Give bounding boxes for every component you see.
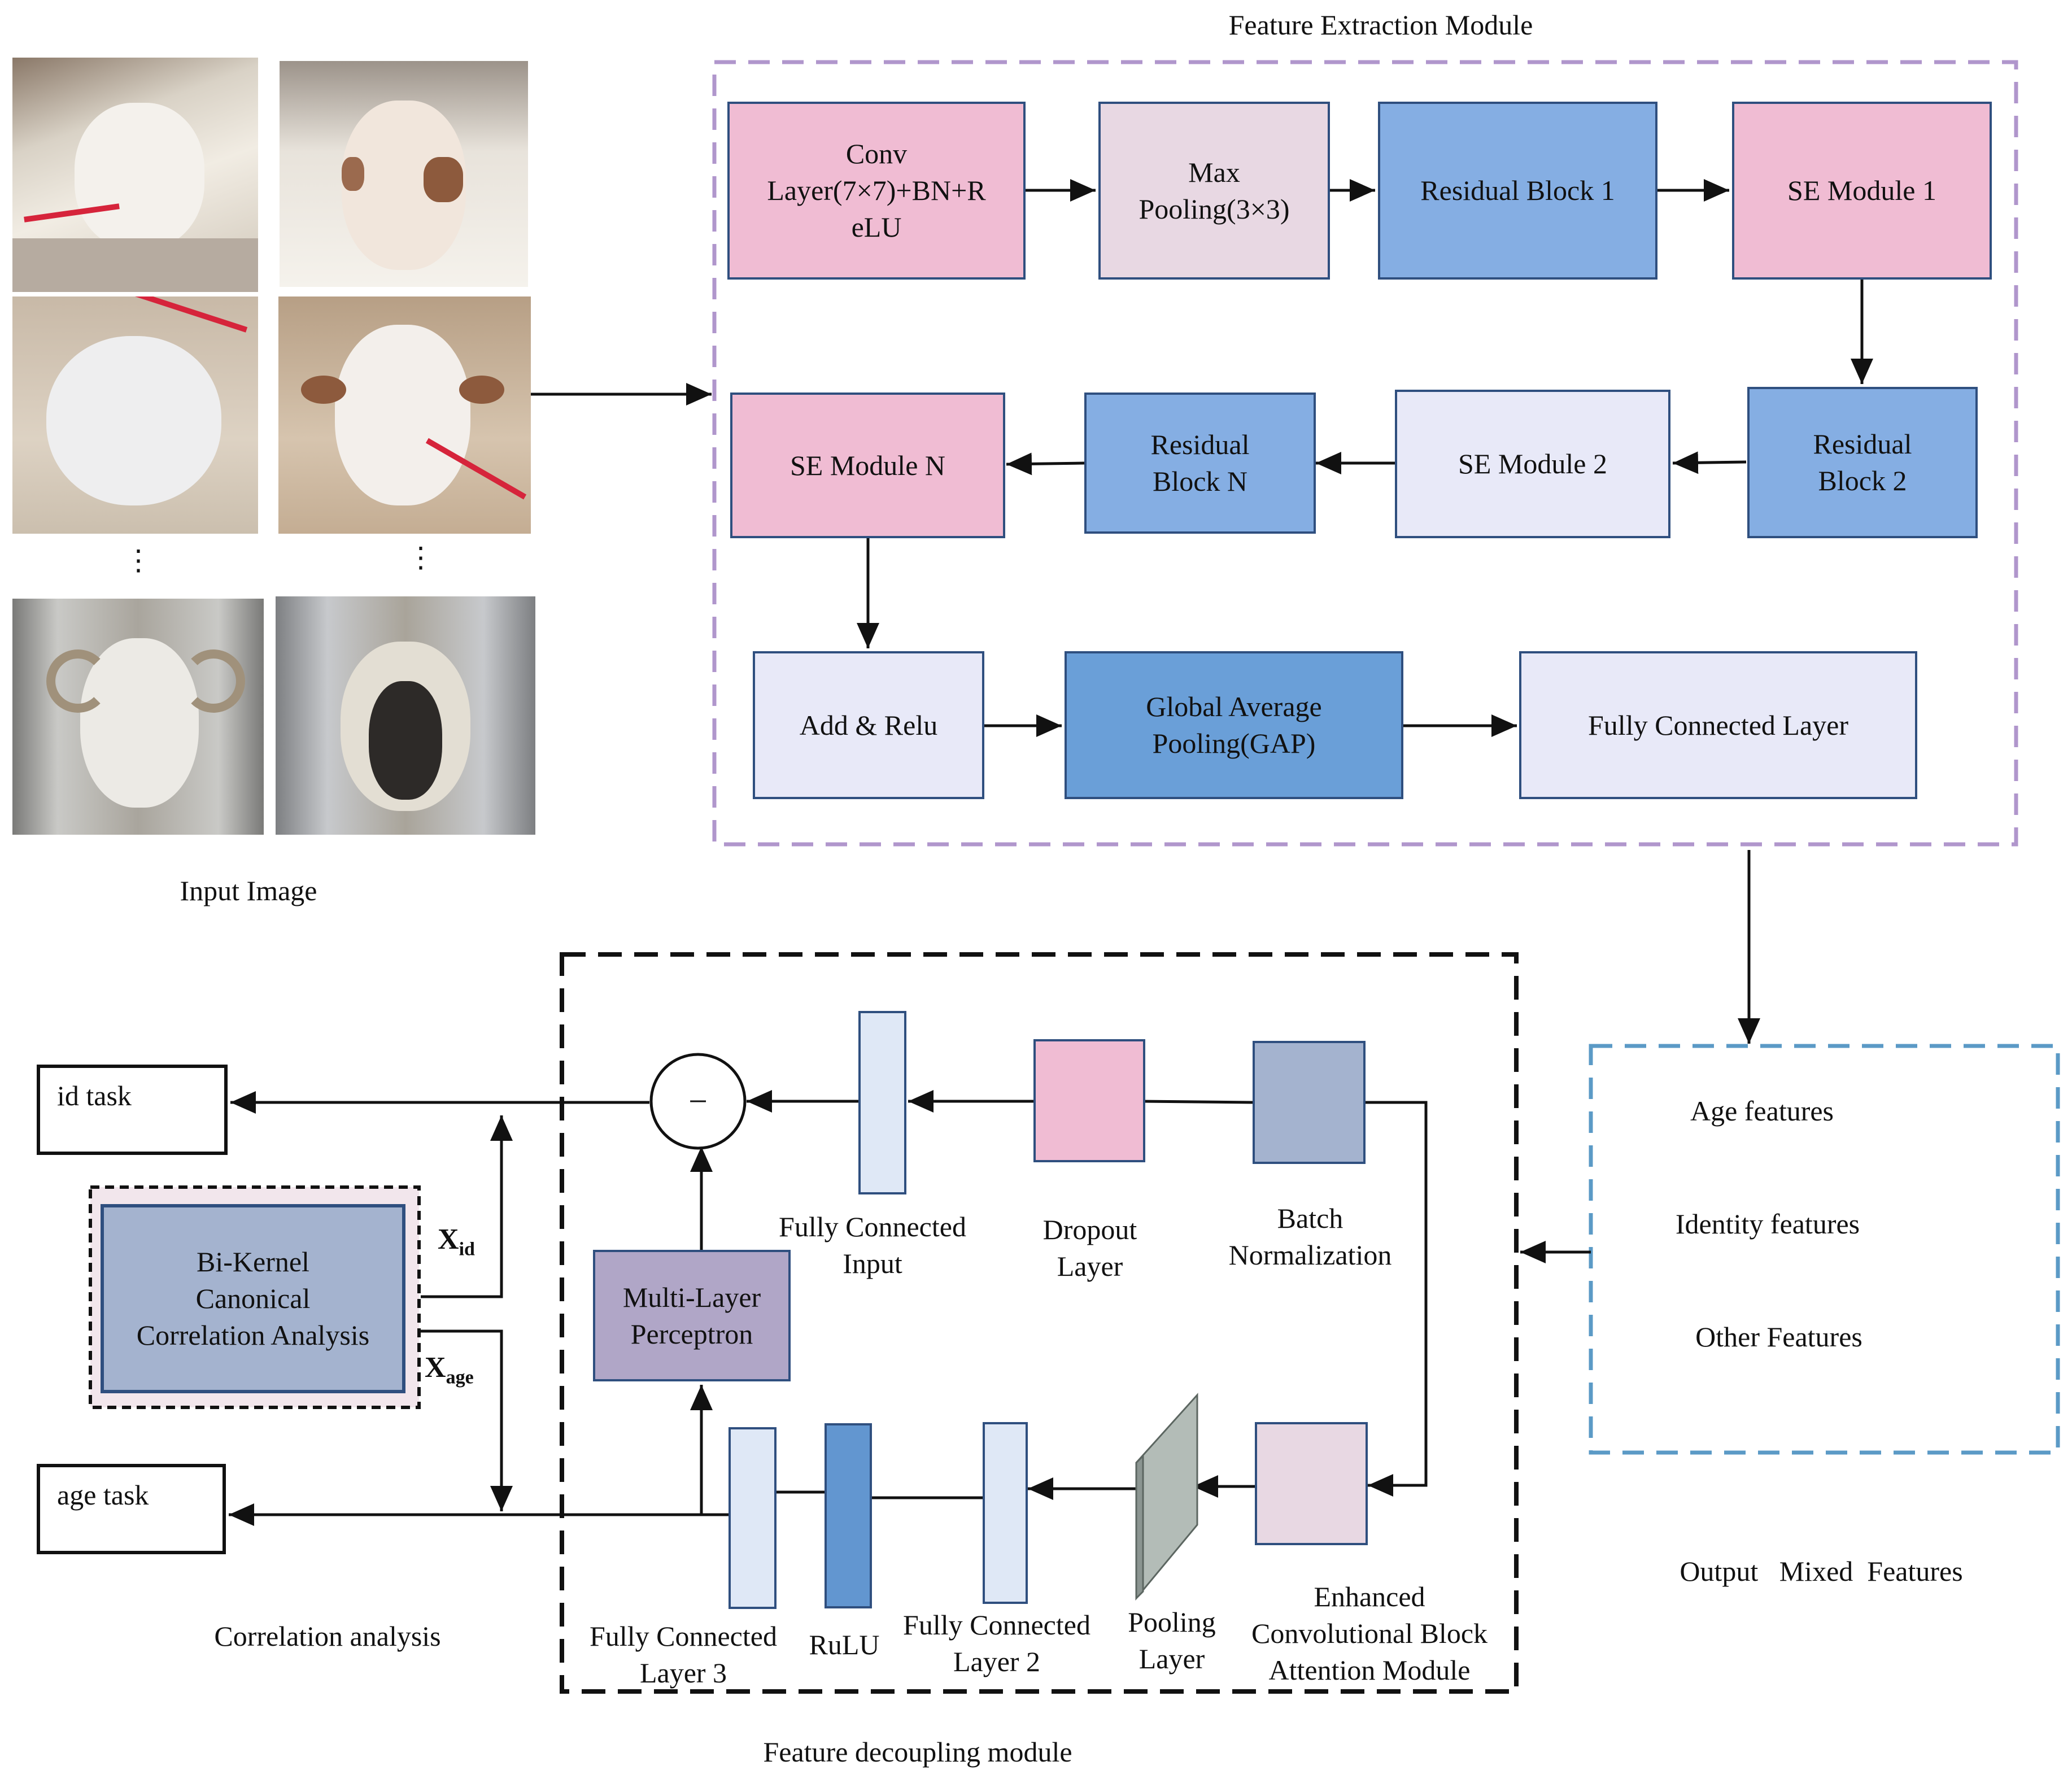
identity-features-label: Identity features bbox=[1675, 1208, 1860, 1240]
batch-normalization-label: Batch Normalization bbox=[1228, 1202, 1392, 1271]
x-id-symbol: Xid bbox=[438, 1223, 475, 1260]
line-xage-to-agetask bbox=[421, 1329, 513, 1511]
subtract-sign: − bbox=[688, 1083, 708, 1120]
rulu-label: RuLU bbox=[809, 1629, 880, 1660]
fc-layer-3-label: Fully Connected Layer 3 bbox=[590, 1620, 777, 1689]
feature-decoupling-caption: Feature decoupling module bbox=[763, 1736, 1072, 1768]
subtract-node bbox=[649, 1053, 747, 1150]
arrow-resn-to-sen bbox=[1006, 452, 1085, 476]
max-pooling-block: Max Pooling(3×3) bbox=[1098, 102, 1330, 280]
dropout-label: Dropout Layer bbox=[1042, 1214, 1137, 1282]
age-features-label: Age features bbox=[1690, 1095, 1834, 1127]
correlation-analysis-caption: Correlation analysis bbox=[214, 1620, 441, 1652]
residual-block-2: Residual Block 2 bbox=[1747, 387, 1978, 538]
fc-input-label: Fully Connected Input bbox=[779, 1211, 966, 1279]
id-task-label: id task bbox=[57, 1080, 132, 1111]
id-task-box: id task bbox=[37, 1065, 228, 1155]
feature-extraction-frame bbox=[712, 60, 2018, 847]
se-module-2: SE Module 2 bbox=[1395, 390, 1670, 538]
sheep-photo-4 bbox=[278, 296, 531, 534]
se-module-n: SE Module N bbox=[730, 393, 1005, 538]
fc-layer-2 bbox=[983, 1422, 1028, 1604]
sheep-photo-5 bbox=[12, 599, 264, 835]
add-relu-block: Add & Relu bbox=[753, 651, 984, 799]
arrow-res2-to-se2 bbox=[1672, 451, 1747, 474]
input-ellipsis-right: ⋮ bbox=[407, 542, 435, 573]
fc-layer-2-label: Fully Connected Layer 2 bbox=[903, 1609, 1090, 1677]
bkcca-block: Bi-Kernel Canonical Correlation Analysis bbox=[101, 1204, 405, 1393]
gap-block: Global Average Pooling(GAP) bbox=[1065, 651, 1403, 799]
feature-extraction-title: Feature Extraction Module bbox=[1228, 9, 1533, 41]
se-module-1: SE Module 1 bbox=[1732, 102, 1992, 280]
sheep-photo-3 bbox=[12, 296, 258, 534]
batch-normalization-layer bbox=[1253, 1041, 1366, 1164]
age-task-label: age task bbox=[57, 1479, 149, 1511]
residual-block-1: Residual Block 1 bbox=[1378, 102, 1657, 280]
other-features-label: Other Features bbox=[1695, 1321, 1862, 1353]
fully-connected-layer-block: Fully Connected Layer bbox=[1519, 651, 1917, 799]
output-mixed-features-caption: Output Mixed Features bbox=[1680, 1555, 1963, 1587]
mlp-block: Multi-Layer Perceptron bbox=[593, 1250, 791, 1381]
fc-input-layer bbox=[858, 1011, 906, 1194]
fc-layer-3 bbox=[729, 1427, 777, 1609]
ecbam-block bbox=[1255, 1422, 1368, 1545]
age-task-box: age task bbox=[37, 1464, 226, 1554]
x-age-symbol: Xage bbox=[425, 1351, 474, 1388]
conv-layer-block: Conv Layer(7×7)+BN+R eLU bbox=[727, 102, 1026, 280]
arrow-batchnorm-to-dropout bbox=[1143, 1100, 1253, 1104]
pooling-layer-shape bbox=[1135, 1393, 1198, 1601]
rulu-layer bbox=[825, 1423, 872, 1608]
feature-decoupling-frame bbox=[560, 952, 1519, 1694]
line-batchnorm-to-ecbam bbox=[1364, 1101, 1428, 1497]
input-ellipsis-left: ⋮ bbox=[124, 544, 152, 576]
input-image-caption: Input Image bbox=[180, 875, 317, 906]
output-features-frame bbox=[1589, 1044, 2060, 1455]
dropout-layer bbox=[1033, 1039, 1145, 1162]
residual-block-n: Residual Block N bbox=[1084, 393, 1316, 534]
ecbam-label: Enhanced Convolutional Block Attention M… bbox=[1251, 1581, 1488, 1686]
sheep-photo-1 bbox=[12, 58, 258, 292]
sheep-photo-2 bbox=[280, 61, 528, 287]
line-xid-to-idtask bbox=[421, 1115, 513, 1298]
sheep-photo-6 bbox=[276, 596, 535, 835]
pooling-label: Pooling Layer bbox=[1128, 1606, 1216, 1675]
